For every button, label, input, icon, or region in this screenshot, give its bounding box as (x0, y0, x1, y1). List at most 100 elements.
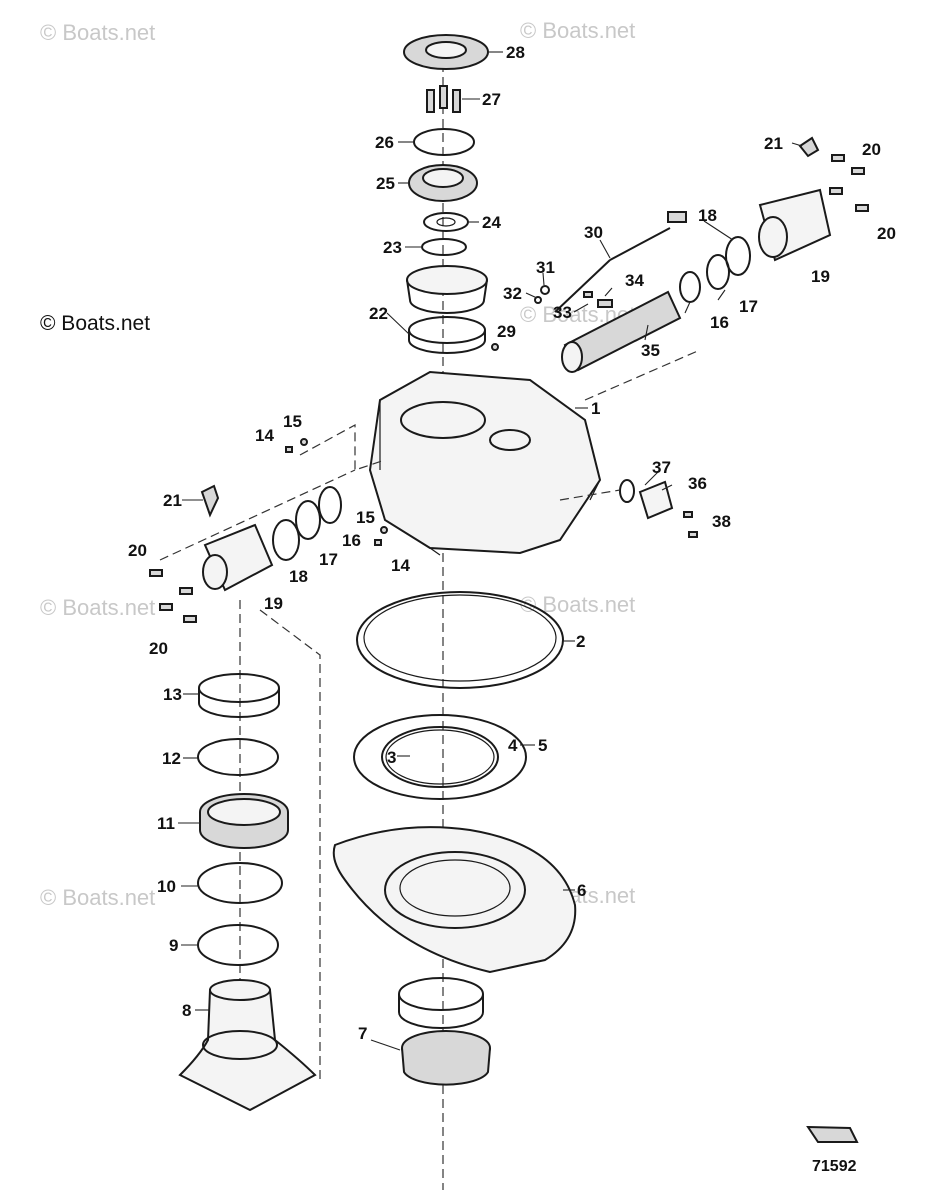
callout-27: 27 (482, 90, 501, 109)
callout-22: 22 (369, 304, 388, 323)
part-19-cylinder-right (758, 188, 832, 262)
part-17-ring-left (295, 500, 321, 540)
callout-4: 4 (508, 736, 518, 755)
callout-19-right: 19 (811, 267, 830, 286)
callout-36: 36 (688, 474, 707, 493)
callout-18-left: 18 (289, 567, 308, 586)
part-25-bearing (408, 164, 478, 202)
part-19-cylinder-left (202, 523, 274, 592)
part-35-sleeve (561, 290, 682, 373)
watermark-lower-left: © Boats.net (40, 885, 155, 910)
part-24-washer (423, 212, 469, 232)
guide-right-mid (559, 489, 621, 501)
leader-lines (178, 51, 803, 1051)
guide-left-upper (299, 423, 386, 471)
part-31-34-small-hardware (491, 285, 613, 351)
part-21-fitting-right (798, 136, 820, 158)
part-7-bearing (398, 977, 491, 1086)
watermark-top-left: © Boats.net (40, 20, 155, 45)
part-18-ring-right (725, 236, 751, 276)
callout-9: 9 (169, 936, 178, 955)
callout-35: 35 (641, 341, 660, 360)
part-16-ring-left (318, 486, 342, 524)
part-9-o-ring (197, 924, 279, 966)
callout-2: 2 (576, 632, 585, 651)
part-27-studs (426, 85, 461, 113)
boat-icon (806, 1125, 859, 1143)
callout-14-upper: 14 (255, 426, 274, 445)
callout-21-right: 21 (764, 134, 783, 153)
part-18-ring-left (272, 519, 300, 561)
callout-29: 29 (497, 322, 516, 341)
part-16-ring-right (679, 271, 701, 303)
drawing-number: 71592 (812, 1158, 857, 1175)
guide-left-mid (159, 469, 356, 561)
callout-16-right: 16 (710, 313, 729, 332)
callout-15-upper: 15 (283, 412, 302, 431)
part-17-ring-right (706, 254, 730, 290)
part-10-o-ring (197, 862, 283, 904)
part-1-housing (368, 370, 602, 556)
callout-20-right-upper: 20 (862, 140, 881, 159)
callout-12: 12 (162, 749, 181, 768)
part-8-spindle-mount (178, 979, 317, 1112)
guide-left-lower (259, 609, 321, 1080)
callout-20-right-lower: 20 (877, 224, 896, 243)
callout-32: 32 (503, 284, 522, 303)
callout-24: 24 (482, 213, 501, 232)
callout-8: 8 (182, 1001, 191, 1020)
callout-23: 23 (383, 238, 402, 257)
callout-6: 6 (577, 881, 586, 900)
callout-16-left: 16 (342, 531, 361, 550)
watermark-top-right: © Boats.net (520, 18, 635, 43)
callout-37: 37 (652, 458, 671, 477)
part-13-ring (198, 673, 280, 718)
callout-7: 7 (358, 1024, 367, 1043)
callout-5: 5 (538, 736, 547, 755)
callout-19-left: 19 (264, 594, 283, 613)
callout-18-right: 18 (698, 206, 717, 225)
part-11-seal (199, 793, 289, 849)
callout-31: 31 (536, 258, 555, 277)
callout-11: 11 (157, 814, 175, 833)
part-22-bearing-cup (406, 265, 488, 354)
watermark-mid-left: © Boats.net (40, 595, 155, 620)
callout-34: 34 (625, 271, 644, 290)
part-28-top-plate (403, 34, 489, 70)
callout-17-left: 17 (319, 550, 338, 569)
callout-25: 25 (376, 174, 395, 193)
callout-17-right: 17 (739, 297, 758, 316)
callout-1: 1 (591, 399, 600, 418)
part-3-4-plates (353, 714, 527, 800)
callout-10: 10 (157, 877, 176, 896)
part-12-o-ring (197, 738, 279, 776)
part-26-o-ring (413, 128, 475, 156)
part-20-bolts-right (829, 154, 869, 212)
part-20-bolts-left (149, 569, 197, 623)
callout-13: 13 (163, 685, 182, 704)
watermark-main: © Boats.net (40, 312, 150, 335)
guide-right-upper (584, 349, 701, 401)
part-14-15-screws (285, 438, 388, 546)
part-30-sensor (554, 211, 687, 313)
callout-14-lower: 14 (391, 556, 410, 575)
callout-28: 28 (506, 43, 525, 62)
callout-26: 26 (375, 133, 394, 152)
callout-30: 30 (584, 223, 603, 242)
part-21-fitting-left (200, 484, 220, 518)
callout-20-left-upper: 20 (128, 541, 147, 560)
callout-15-lower: 15 (356, 508, 375, 527)
callout-33: 33 (553, 303, 572, 322)
callout-20-left-lower: 20 (149, 639, 168, 658)
part-2-seal-ring (356, 591, 564, 689)
part-36-fitting (619, 479, 674, 520)
part-23-o-ring (421, 238, 467, 256)
watermark-mid-right: © Boats.net (520, 592, 635, 617)
callout-38: 38 (712, 512, 731, 531)
callout-21-left: 21 (163, 491, 182, 510)
part-38-screws (683, 511, 698, 538)
part-6-mounting-plate (332, 826, 577, 974)
callout-3: 3 (387, 748, 396, 767)
